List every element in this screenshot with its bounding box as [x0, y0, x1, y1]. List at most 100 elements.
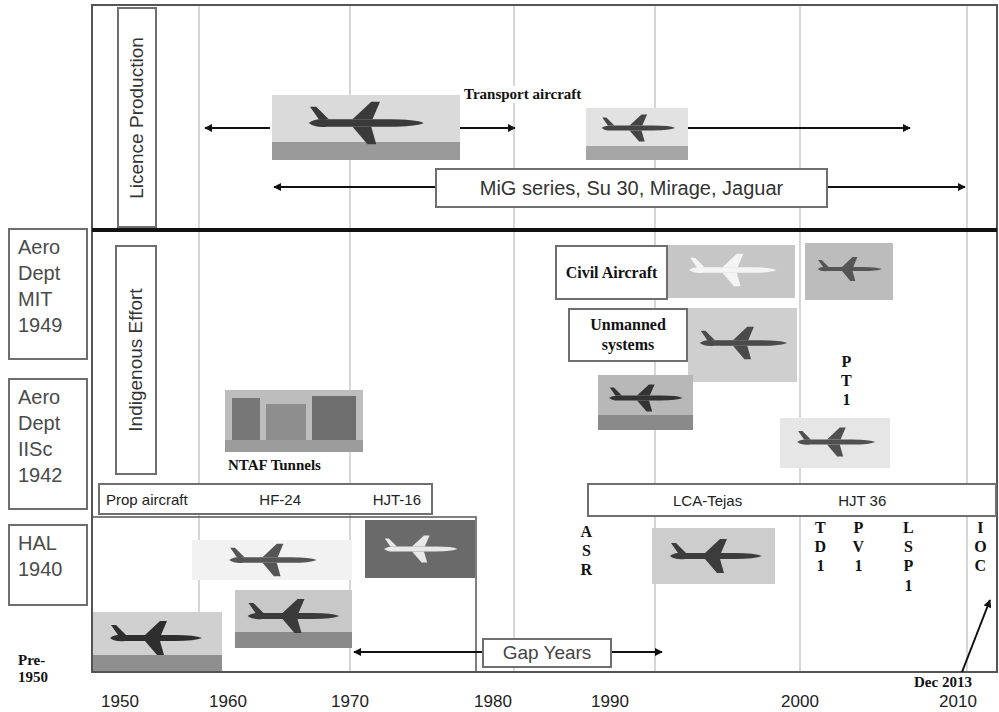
- node-text: MiG series, Su 30, Mirage, Jaguar: [480, 177, 783, 200]
- facility-label: NTAF Tunnels: [226, 457, 323, 474]
- early-aircraft-frame: [92, 517, 476, 672]
- wind-tunnel-photo: [225, 390, 363, 452]
- aircraft: [700, 327, 787, 359]
- unmanned-photo: [688, 308, 797, 382]
- year-tick: 2010: [939, 693, 977, 711]
- unmanned-photo: [598, 375, 693, 430]
- photo-sky: [668, 245, 795, 298]
- node-text: HAL 1940: [18, 530, 78, 582]
- year-tick: 1950: [101, 693, 139, 711]
- span-arrow: [460, 127, 515, 129]
- hjt16-photo: [365, 520, 475, 578]
- node-text: Aero Dept MIT 1949: [18, 234, 78, 338]
- photo-ground: [225, 390, 363, 452]
- category-box: Unmanned systems: [568, 308, 688, 362]
- node-text: HJT-16: [373, 491, 421, 508]
- hf24-photo: [192, 540, 352, 580]
- aircraft: [309, 102, 424, 145]
- section-heading-box: Licence Production: [117, 7, 157, 228]
- node-text: Civil Aircraft: [566, 263, 658, 283]
- photo-sky: [235, 590, 352, 648]
- aircraft: [384, 535, 458, 562]
- photo-sky: [688, 308, 797, 382]
- civil-aircraft-photo: [805, 243, 893, 300]
- institution-box: HAL 1940: [8, 524, 88, 606]
- year-tick: 2000: [781, 693, 819, 711]
- era-label: Pre-1950: [16, 652, 62, 687]
- early-prop-photo: [235, 590, 352, 648]
- institution-box: Aero Dept MIT 1949: [8, 228, 88, 360]
- photo-ground: [598, 415, 693, 430]
- gridline: [966, 5, 967, 672]
- node-text: Unmanned systems: [576, 315, 680, 355]
- programme-band: Prop aircraft HF-24 HJT-16: [98, 483, 433, 515]
- photo-ground: [272, 142, 460, 160]
- span-arrow: [688, 127, 910, 129]
- aircraft: [602, 114, 676, 141]
- institution-box: Aero Dept IISc 1942: [8, 378, 88, 510]
- outer-frame: [92, 5, 997, 672]
- tunnel-structure: [232, 398, 260, 444]
- aircraft-series-box: MiG series, Su 30, Mirage, Jaguar: [435, 168, 828, 208]
- photo-sky: [192, 540, 352, 580]
- tunnel-structure: [266, 404, 306, 444]
- node-text: HJT 36: [838, 492, 886, 509]
- gridline: [513, 5, 514, 672]
- transport-photo: [586, 108, 688, 160]
- timeline-arrows: [205, 128, 990, 672]
- year-tick: 1960: [209, 693, 247, 711]
- node-text: Aero Dept IISc 1942: [18, 384, 78, 488]
- milestone-label: TD1: [814, 518, 827, 576]
- section-divider: [92, 228, 997, 232]
- milestone-label: LSP1: [902, 518, 915, 595]
- programme-band: LCA-Tejas HJT 36: [587, 483, 997, 517]
- year-tick: 1980: [474, 693, 512, 711]
- milestone-label: PT1: [840, 352, 853, 410]
- aircraft: [229, 544, 316, 576]
- aircraft: [248, 599, 340, 633]
- photo-sky: [272, 95, 460, 160]
- node-text: LCA-Tejas: [673, 492, 742, 509]
- aircraft: [670, 539, 762, 573]
- aircraft: [609, 384, 683, 411]
- section-label: Transport aircraft: [462, 86, 583, 103]
- aircraft: [110, 621, 202, 655]
- year-tick: 1990: [591, 693, 629, 711]
- pt1-photo: [780, 418, 890, 468]
- photo-sky: [365, 520, 475, 578]
- civil-aircraft-photo: [668, 245, 795, 298]
- early-prop-photo: [93, 612, 222, 671]
- photo-ground: [586, 146, 688, 160]
- gap-years-box: Gap Years: [482, 638, 612, 668]
- photo-sky: [652, 528, 775, 584]
- tunnel-structure: [312, 396, 356, 444]
- milestone-label: PV1: [852, 518, 865, 576]
- section-heading-box: Indigenous Effort: [115, 245, 157, 475]
- photo-sky: [598, 375, 693, 430]
- category-box: Civil Aircraft: [555, 245, 668, 300]
- aircraft: [797, 428, 875, 457]
- year-tick: 1970: [331, 693, 369, 711]
- node-text: Licence Production: [126, 37, 148, 199]
- photo-ground: [235, 632, 352, 648]
- photo-ground: [93, 655, 222, 671]
- photo-floor: [225, 440, 363, 452]
- gridline: [799, 5, 800, 672]
- pointer-arrow: [962, 600, 990, 672]
- date-label: Dec 2013: [912, 674, 974, 691]
- milestone-label: ASR: [580, 522, 593, 580]
- photo-sky: [805, 243, 893, 300]
- photo-sky: [586, 108, 688, 160]
- transport-photo: [272, 95, 460, 160]
- lca-photo: [652, 528, 775, 584]
- photo-sky: [93, 612, 222, 671]
- span-arrow: [205, 127, 270, 129]
- aircraft: [689, 254, 776, 286]
- milestone-label: IOC: [974, 518, 987, 576]
- photo-sky: [780, 418, 890, 468]
- node-text: Prop aircraft: [106, 491, 188, 508]
- aircraft: [818, 257, 882, 281]
- node-text: HF-24: [259, 491, 301, 508]
- node-text: Gap Years: [503, 642, 592, 664]
- node-text: Indigenous Effort: [125, 288, 147, 431]
